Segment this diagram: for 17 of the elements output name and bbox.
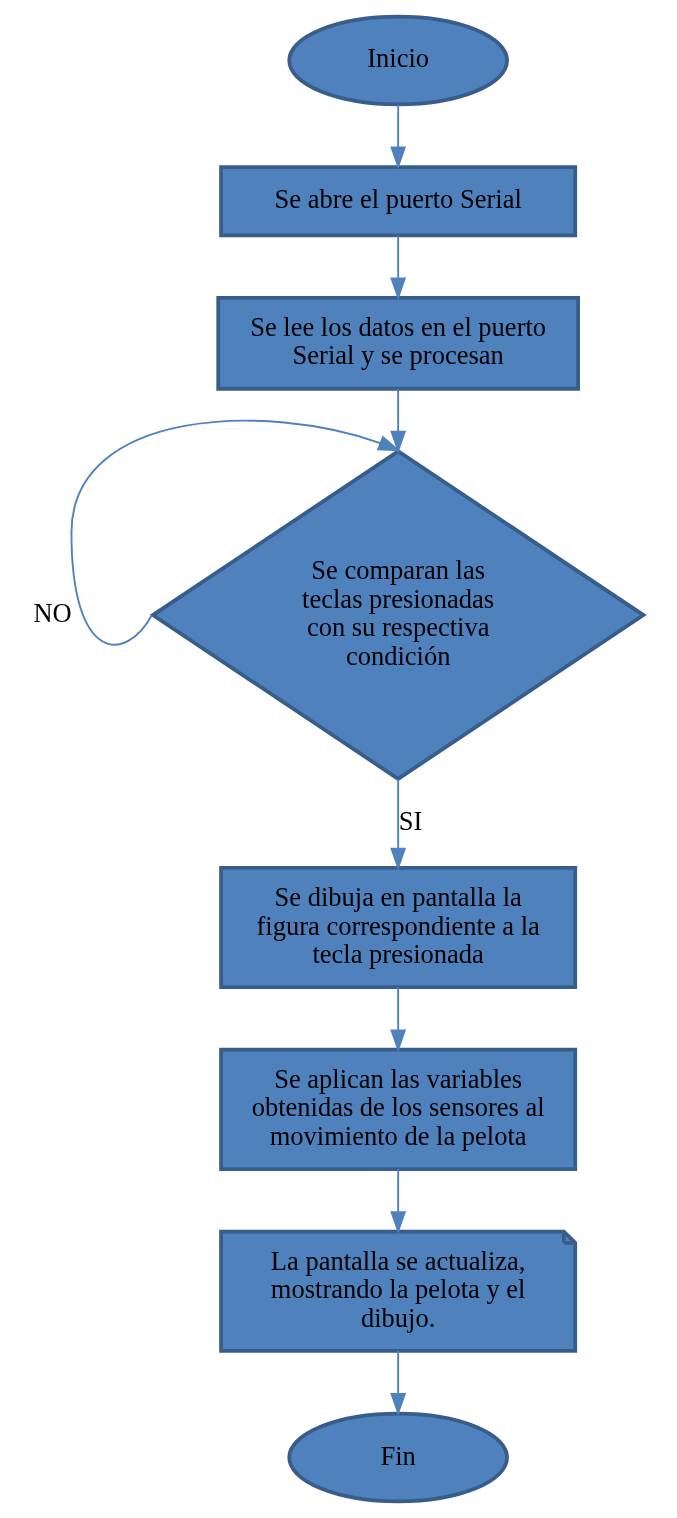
arrow <box>390 104 407 170</box>
arrow <box>390 387 407 454</box>
node-ellipse: Inicio <box>287 14 509 107</box>
node-box: Se lee los datos en el puerto Serial y se procesan <box>216 295 580 391</box>
node-ellipse: Fin <box>287 1411 509 1504</box>
edge-label: SI <box>398 806 423 837</box>
arrow <box>390 1349 407 1416</box>
arrow <box>390 1168 407 1235</box>
node-box: Se dibuja en pantalla la figura correspondiente a la tecla presionada <box>219 866 578 990</box>
node-box: Se abre el puerto Serial <box>219 165 578 238</box>
arrow <box>390 778 407 871</box>
arrow <box>390 234 407 301</box>
node-diamond: Se comparan las teclas presionadas con su respectiva condición <box>149 448 647 782</box>
arrow <box>70 419 401 646</box>
arrow <box>390 986 407 1053</box>
edge-label: NO <box>33 598 72 629</box>
node-box: Se aplican las variables obtenidas de los sensores al movimiento de la pelota <box>219 1047 578 1171</box>
